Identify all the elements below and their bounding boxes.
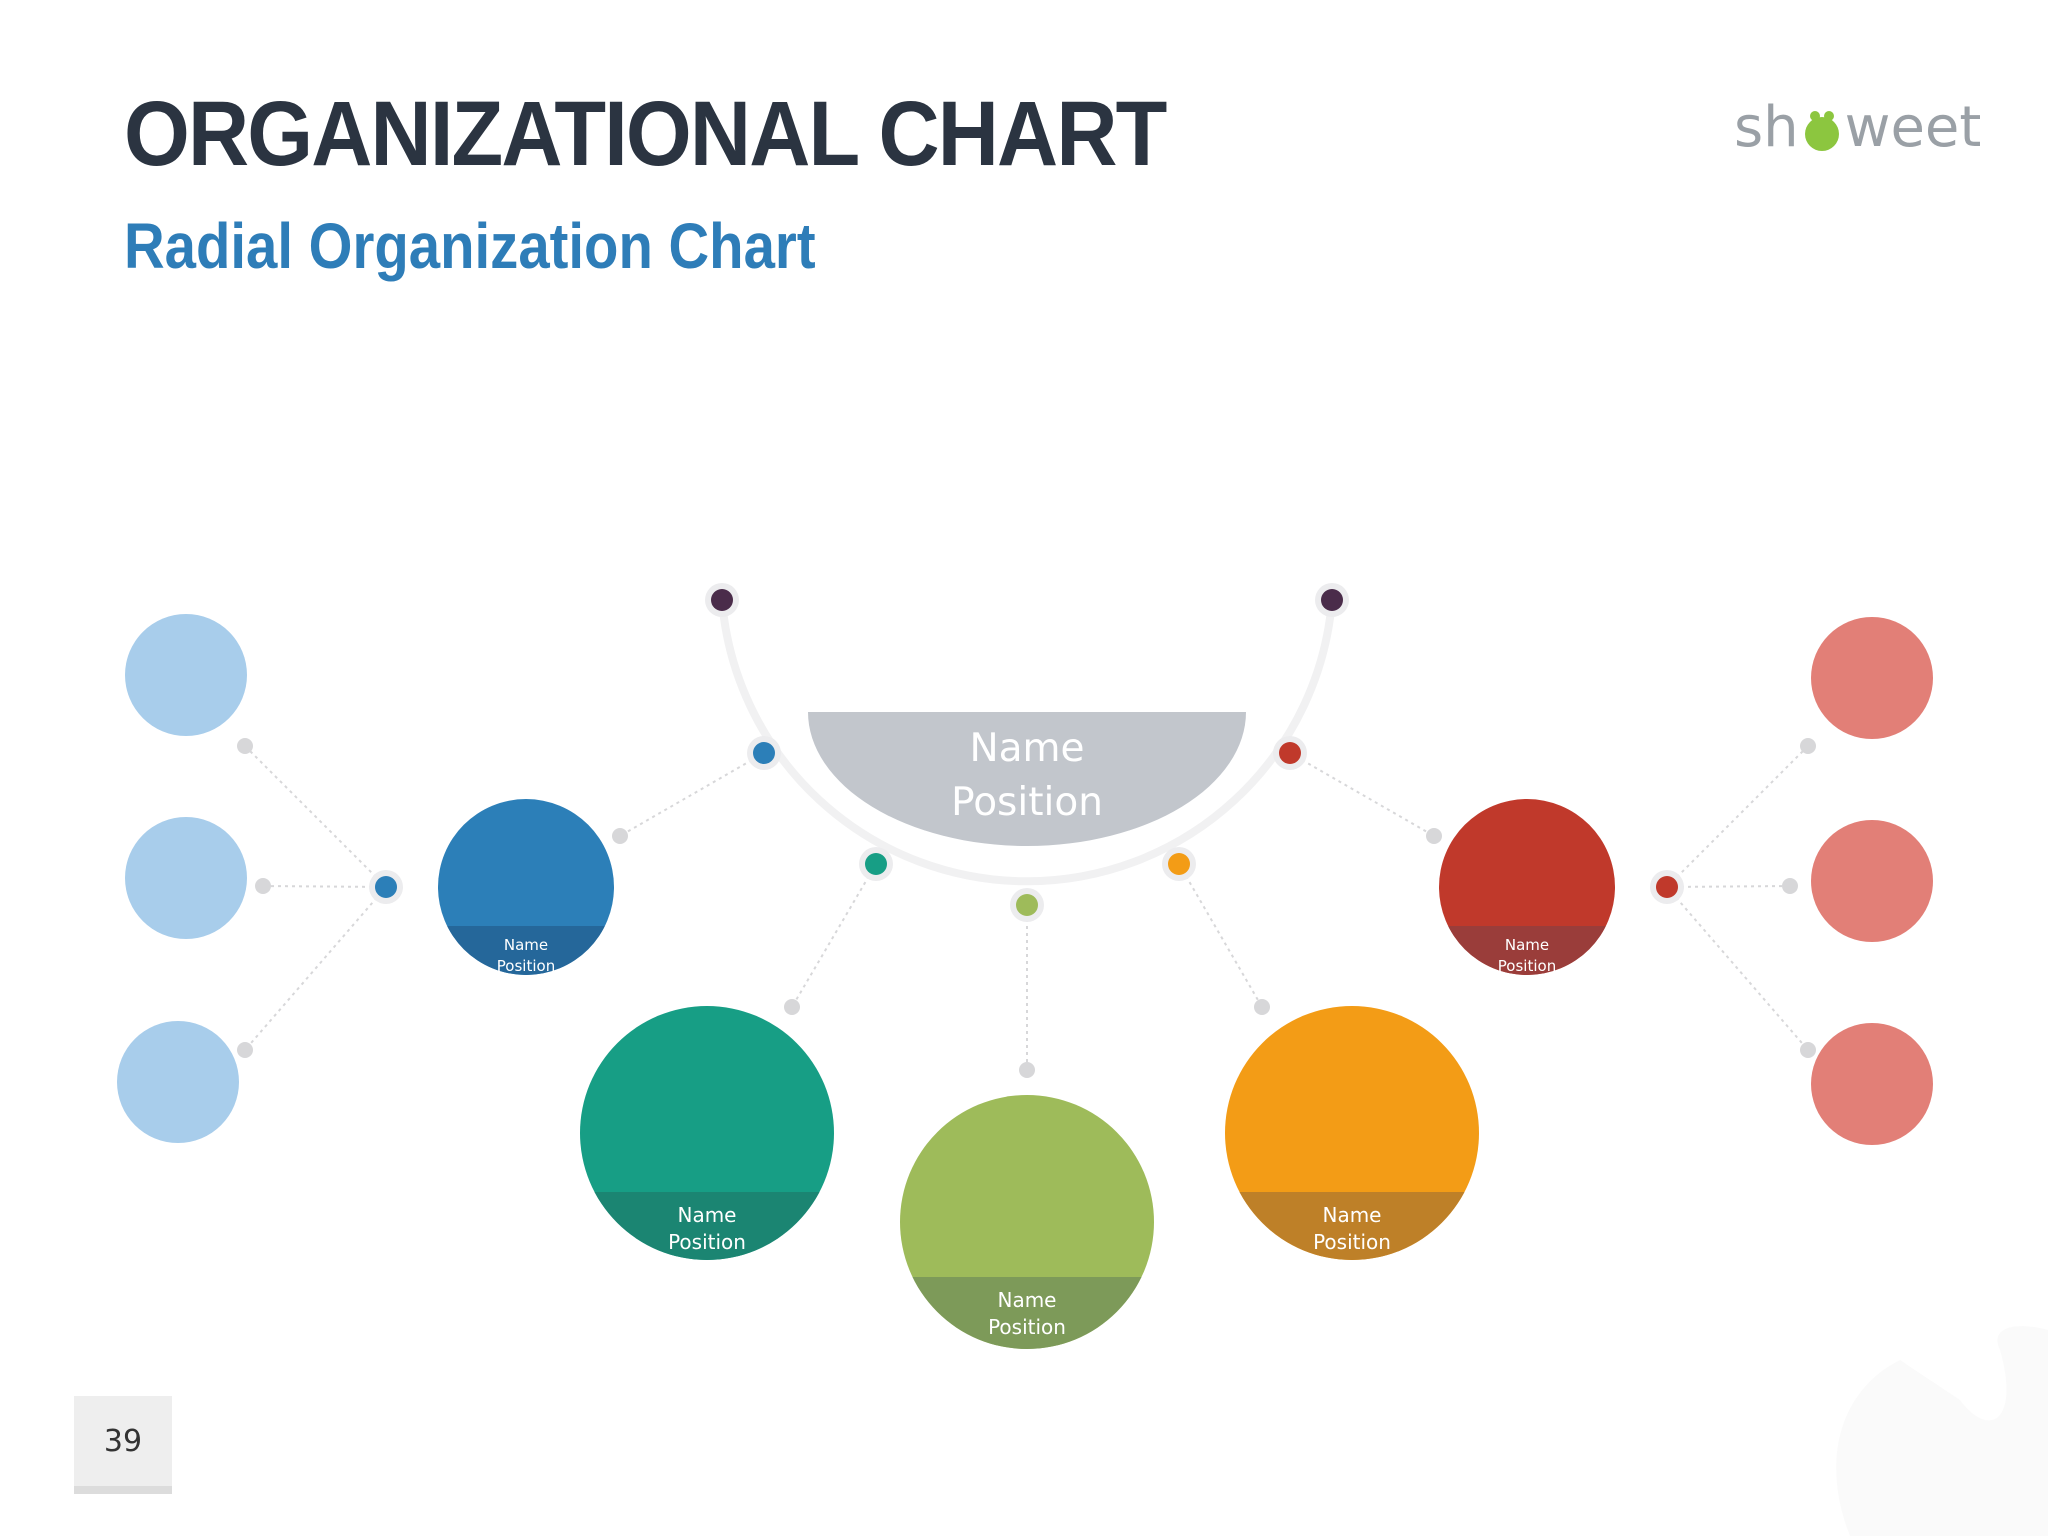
- node-orange-name: Name: [1322, 1203, 1381, 1227]
- node-orange-position: Position: [1313, 1230, 1391, 1254]
- leaf-nodes-right: [1811, 617, 1933, 1145]
- page-subtitle: Radial Organization Chart: [124, 210, 816, 282]
- node-blue-name: Name: [504, 936, 548, 954]
- leaf-right-1: [1811, 617, 1933, 739]
- node-red[interactable]: Name Position: [1420, 799, 1632, 986]
- leaf-right-2: [1811, 820, 1933, 942]
- top-node-name: Name: [969, 726, 1084, 771]
- top-node-shape: [808, 712, 1246, 846]
- node-orange[interactable]: Name Position: [1205, 1006, 1505, 1272]
- node-blue[interactable]: Name Position: [420, 799, 632, 986]
- connector-endpoints: [237, 738, 1816, 1078]
- leaf-left-1: [125, 614, 247, 736]
- page-title: ORGANIZATIONAL CHART: [124, 83, 1167, 185]
- leaf-nodes-left: [117, 614, 247, 1143]
- node-red-position: Position: [1498, 957, 1556, 975]
- node-teal[interactable]: Name Position: [560, 1006, 860, 1272]
- leaf-left-2: [125, 817, 247, 939]
- leaf-right-3: [1811, 1023, 1933, 1145]
- node-green-name: Name: [997, 1288, 1056, 1312]
- top-node[interactable]: Name Position: [808, 712, 1246, 846]
- node-blue-position: Position: [497, 957, 555, 975]
- node-red-name: Name: [1505, 936, 1549, 954]
- arc-dots: [369, 583, 1684, 922]
- node-green[interactable]: Name Position: [880, 1095, 1180, 1357]
- leaf-left-3: [117, 1021, 239, 1143]
- top-node-position: Position: [951, 780, 1103, 825]
- radial-arc: [718, 599, 1336, 886]
- watermark-shape: [1836, 1326, 2048, 1536]
- page-number: 39: [74, 1396, 172, 1494]
- connectors: [244, 745, 1809, 1070]
- node-green-position: Position: [988, 1315, 1066, 1339]
- node-teal-position: Position: [668, 1230, 746, 1254]
- node-teal-name: Name: [677, 1203, 736, 1227]
